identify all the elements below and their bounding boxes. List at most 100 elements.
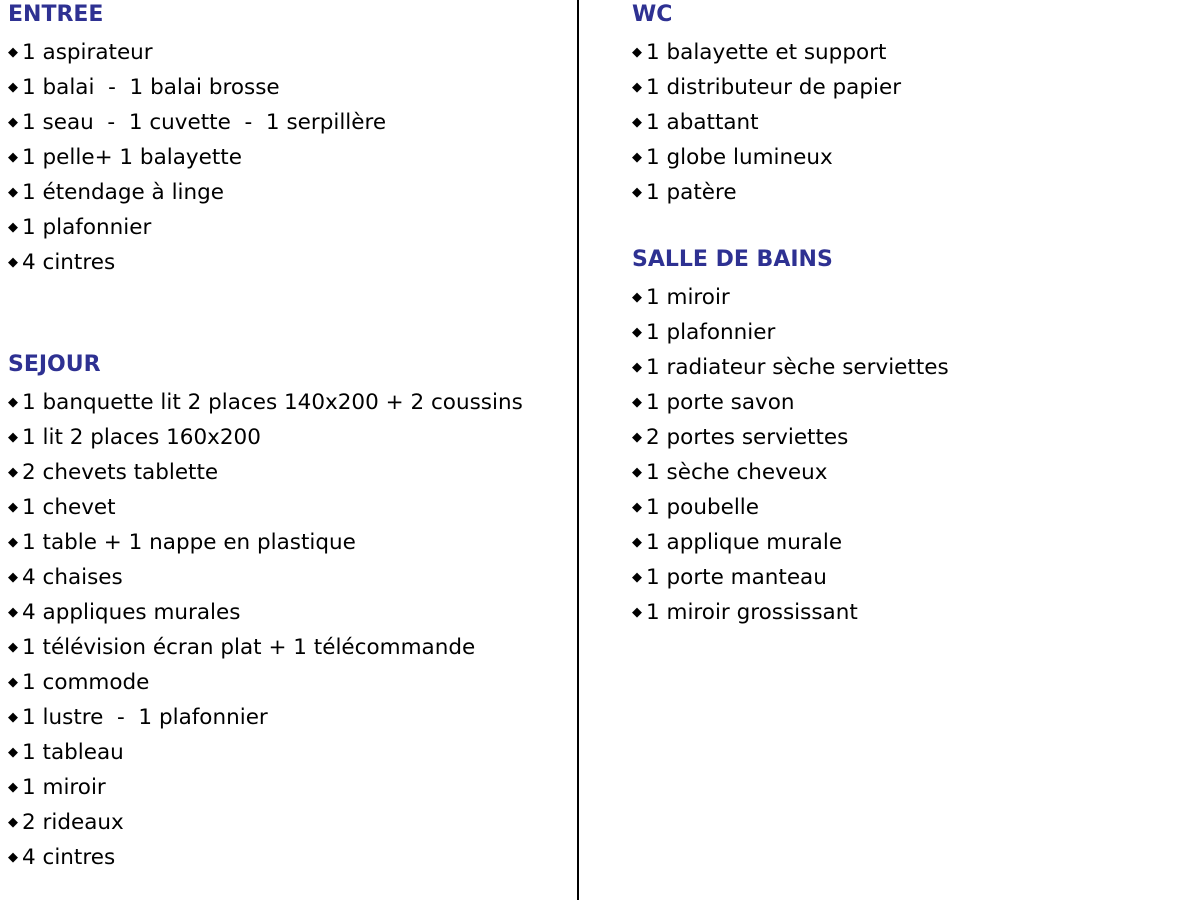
- list-item-text: 1 table + 1 nappe en plastique: [22, 530, 356, 555]
- list-item: ◆1 miroir grossissant: [632, 595, 1192, 630]
- list-item: ◆2 portes serviettes: [632, 420, 1192, 455]
- list-item-text: 1 lit 2 places 160x200: [22, 425, 261, 450]
- list-item-text: 1 étendage à linge: [22, 180, 225, 205]
- list-item-text: 1 miroir: [22, 775, 106, 800]
- list-item-text: 2 chevets tablette: [22, 460, 219, 485]
- list-item-text: 1 plafonnier: [646, 320, 776, 345]
- diamond-bullet-icon: ◆: [8, 850, 18, 865]
- list-item-text: 1 balai - 1 balai brosse: [22, 75, 280, 100]
- list-item: ◆ 1 lustre - 1 plafonnier: [8, 700, 568, 735]
- list-item-text: 1 télévision écran plat + 1 télécommande: [22, 635, 476, 660]
- diamond-bullet-icon: ◆: [632, 535, 642, 550]
- list-item-text: 1 banquette lit 2 places 140x200 + 2 cou…: [22, 390, 523, 415]
- diamond-bullet-icon: ◆: [8, 220, 18, 235]
- list-item: ◆4 appliques murales: [8, 595, 568, 630]
- list-item: ◆1 aspirateur: [8, 35, 568, 70]
- list-item-text: 1 commode: [22, 670, 150, 695]
- list-item: ◆ 1 pelle+ 1 balayette: [8, 140, 568, 175]
- diamond-bullet-icon: ◆: [8, 710, 18, 725]
- list-item: ◆1 tableau: [8, 735, 568, 770]
- list-item: ◆ 4 cintres: [8, 840, 568, 875]
- list-item: ◆ 1 globe lumineux: [632, 140, 1192, 175]
- diamond-bullet-icon: ◆: [8, 780, 18, 795]
- diamond-bullet-icon: ◆: [8, 430, 18, 445]
- list-item: ◆ 1 plafonnier: [8, 210, 568, 245]
- diamond-bullet-icon: ◆: [8, 570, 18, 585]
- list-item-text: 1 poubelle: [646, 495, 759, 520]
- list-item-text: 1 lustre - 1 plafonnier: [22, 705, 268, 730]
- diamond-bullet-icon: ◆: [632, 290, 642, 305]
- list-item: ◆ 1 poubelle: [632, 490, 1192, 525]
- section-title-salle-de-bains: SALLE DE BAINS: [632, 247, 833, 272]
- list-item: ◆2 rideaux: [8, 805, 568, 840]
- diamond-bullet-icon: ◆: [8, 675, 18, 690]
- list-item: ◆ 1 sèche cheveux: [632, 455, 1192, 490]
- list-item-text: 1 plafonnier: [22, 215, 152, 240]
- right-column: WC ◆ 1 balayette et support ◆ 1 distributeu…: [632, 0, 1192, 630]
- list-item: ◆ 4 chaises: [8, 560, 568, 595]
- list-item-text: 1 miroir: [646, 285, 730, 310]
- list-item: ◆1 chevet: [8, 490, 568, 525]
- diamond-bullet-icon: ◆: [632, 80, 642, 95]
- diamond-bullet-icon: ◆: [8, 255, 18, 270]
- diamond-bullet-icon: ◆: [8, 150, 18, 165]
- list-item-text: 1 distributeur de papier: [646, 75, 902, 100]
- list-item-text: 1 tableau: [22, 740, 124, 765]
- list-item-text: 1 pelle+ 1 balayette: [22, 145, 242, 170]
- list-item-text: 2 rideaux: [22, 810, 124, 835]
- diamond-bullet-icon: ◆: [8, 465, 18, 480]
- section-salle-de-bains: SALLE DE BAINS ◆1 miroir◆1 plafonnier◆1 …: [632, 245, 1192, 630]
- list-item-text: 1 aspirateur: [22, 40, 153, 65]
- list-item: ◆ 1 distributeur de papier: [632, 70, 1192, 105]
- diamond-bullet-icon: ◆: [8, 500, 18, 515]
- list-item: ◆1 radiateur sèche serviettes: [632, 350, 1192, 385]
- list-item-text: 1 globe lumineux: [646, 145, 833, 170]
- list-item: ◆ 1 seau - 1 cuvette - 1 serpillère: [8, 105, 568, 140]
- diamond-bullet-icon: ◆: [632, 570, 642, 585]
- list-item: ◆4 cintres: [8, 245, 568, 280]
- diamond-bullet-icon: ◆: [8, 640, 18, 655]
- list-item-text: 1 abattant: [646, 110, 759, 135]
- list-item: ◆ 1 applique murale: [632, 525, 1192, 560]
- section-title-sejour: SEJOUR: [8, 352, 101, 377]
- list-item: ◆1 porte savon: [632, 385, 1192, 420]
- list-item-text: 1 applique murale: [646, 530, 843, 555]
- section-wc: WC ◆ 1 balayette et support ◆ 1 distributeu…: [632, 0, 1192, 210]
- diamond-bullet-icon: ◆: [632, 500, 642, 515]
- diamond-bullet-icon: ◆: [632, 430, 642, 445]
- list-item: ◆ 1 télévision écran plat + 1 télécommand…: [8, 630, 568, 665]
- diamond-bullet-icon: ◆: [8, 115, 18, 130]
- section-title-wc: WC: [632, 2, 673, 27]
- item-list-entree: ◆1 aspirateur◆1 balai - 1 balai brosse◆1…: [8, 35, 568, 280]
- list-item: ◆ 1 lit 2 places 160x200: [8, 420, 568, 455]
- diamond-bullet-icon: ◆: [632, 150, 642, 165]
- list-item-text: 1 seau - 1 cuvette - 1 serpillère: [22, 110, 387, 135]
- diamond-bullet-icon: ◆: [632, 45, 642, 60]
- diamond-bullet-icon: ◆: [8, 80, 18, 95]
- column-divider: [577, 0, 579, 900]
- list-item: ◆ 1 banquette lit 2 places 140x200 + 2 co…: [8, 385, 568, 420]
- list-item: ◆ 1 patère: [632, 175, 1192, 210]
- list-item: ◆ 1 miroir: [8, 770, 568, 805]
- diamond-bullet-icon: ◆: [8, 395, 18, 410]
- diamond-bullet-icon: ◆: [632, 185, 642, 200]
- list-item-text: 1 patère: [646, 180, 737, 205]
- list-item: ◆ 1 commode: [8, 665, 568, 700]
- section-title-entree: ENTREE: [8, 2, 104, 27]
- item-list-sejour: ◆ 1 banquette lit 2 places 140x200 + 2 co…: [8, 385, 568, 875]
- list-item-text: 1 sèche cheveux: [646, 460, 828, 485]
- item-list-wc: ◆ 1 balayette et support ◆ 1 distributeur d…: [632, 35, 1192, 210]
- section-sejour: SEJOUR ◆ 1 banquette lit 2 places 140x200…: [8, 350, 568, 875]
- list-item: ◆ 1 miroir: [632, 280, 1192, 315]
- diamond-bullet-icon: ◆: [632, 115, 642, 130]
- list-item-text: 1 balayette et support: [646, 40, 887, 65]
- diamond-bullet-icon: ◆: [632, 465, 642, 480]
- item-list-salle-de-bains: ◆1 miroir◆1 plafonnier◆1 radiateur sèche…: [632, 280, 1192, 630]
- section-entree: ENTREE ◆1 aspirateur◆1 balai - 1 balai b…: [8, 0, 568, 280]
- list-item-text: 4 appliques murales: [22, 600, 241, 625]
- list-item: ◆ 1 balai - 1 balai brosse: [8, 70, 568, 105]
- list-item-text: 4 chaises: [22, 565, 123, 590]
- list-item: ◆1 plafonnier: [632, 315, 1192, 350]
- list-item-text: 4 cintres: [22, 845, 116, 870]
- list-item: ◆ 2 chevets tablette: [8, 455, 568, 490]
